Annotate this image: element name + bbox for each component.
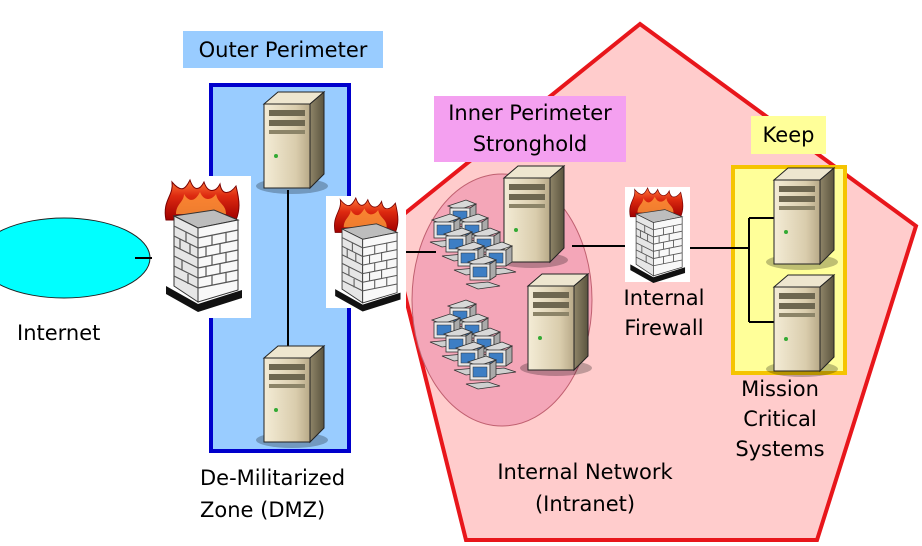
internal-firewall-label-line1: Internal [623,286,705,310]
firewall-icon [164,179,243,313]
firewall-icon [333,197,402,313]
keep-label-box [751,116,826,154]
internet-cloud-icon [0,217,151,299]
internal-network-label-line1: Internal Network [497,460,673,484]
server-icon [255,345,329,449]
dmz-label-line2: Zone (DMZ) [200,498,326,522]
workstation-icon [465,355,501,390]
server-icon [765,167,839,271]
inner-perimeter-label-line2: Stronghold [472,132,588,156]
internal-firewall-label-line2: Firewall [624,316,704,340]
mission-critical-label-line3: Systems [735,437,825,461]
dmz-label-line1: De-Militarized [200,466,346,490]
internet-label: Internet [17,321,101,345]
outer-perimeter-label-box [183,31,383,68]
mission-critical-label-line2: Critical [743,407,817,431]
firewall-icon [629,187,686,284]
mission-critical-label-line1: Mission [741,377,819,401]
inner-perimeter-label-line1: Inner Perimeter [448,101,612,125]
outer-perimeter-label: Outer Perimeter [198,37,368,62]
keep-label: Keep [762,123,815,147]
internal-network-label-line2: (Intranet) [534,492,636,516]
inner-perimeter-label-box [434,96,626,162]
server-icon [765,274,839,378]
workstation-icon [465,255,501,290]
server-icon [519,273,593,377]
connection-lines [135,190,778,354]
server-icon [255,91,329,195]
